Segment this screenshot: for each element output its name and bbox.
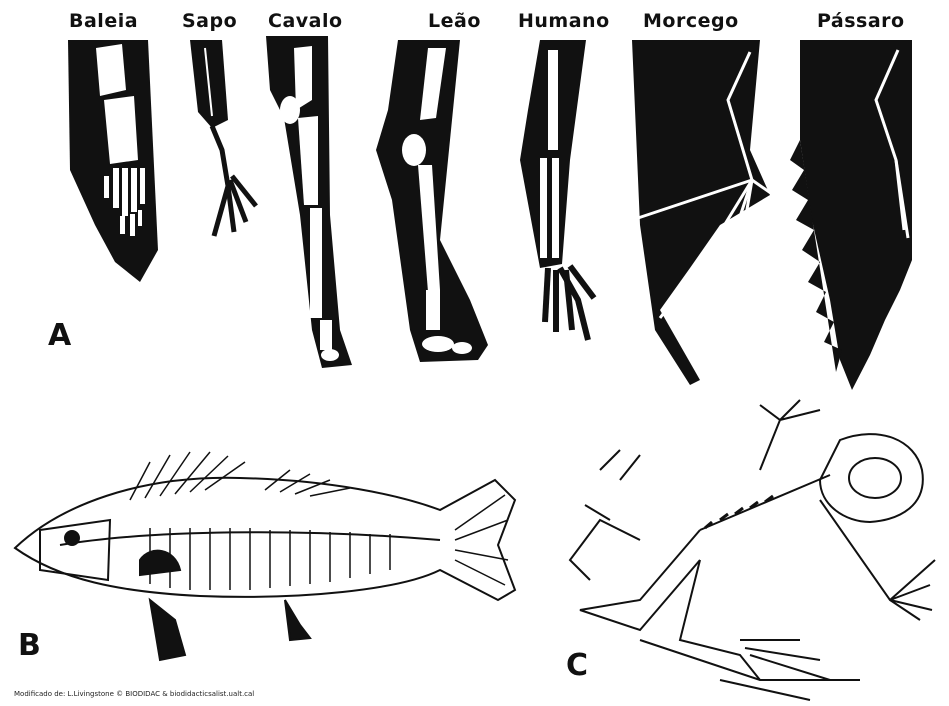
panel-label-a: A (48, 318, 71, 353)
lion-forelimb-icon (376, 40, 488, 362)
label-bat: Morcego (643, 10, 739, 32)
image-credit: Modificado de: L.Livingstone © BIODIDAC … (14, 690, 254, 698)
panel-label-b: B (18, 628, 41, 663)
bird-wing-icon (790, 40, 912, 390)
label-horse: Cavalo (268, 10, 343, 32)
frog-skeleton-icon (570, 400, 935, 700)
panel-label-c: C (566, 648, 588, 683)
horse-forelimb-icon (266, 36, 352, 368)
label-lion: Leão (428, 10, 481, 32)
label-human: Humano (518, 10, 610, 32)
human-arm-icon (520, 40, 594, 340)
label-bird: Pássaro (817, 10, 905, 32)
label-whale: Baleia (69, 10, 138, 32)
fish-skeleton-icon (15, 452, 515, 660)
frog-forelimb-icon (190, 40, 256, 236)
bat-wing-icon (632, 40, 775, 385)
label-frog: Sapo (182, 10, 237, 32)
whale-forelimb-icon (68, 40, 158, 282)
